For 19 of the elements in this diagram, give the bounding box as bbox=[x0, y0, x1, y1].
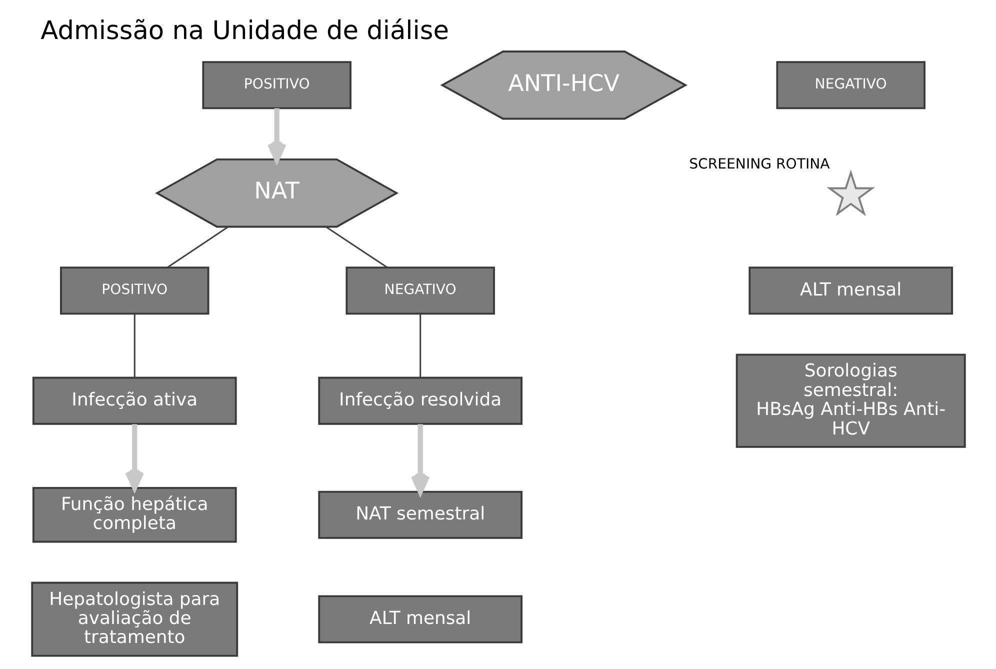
connector bbox=[419, 314, 421, 378]
node-box: ALT mensal bbox=[318, 595, 522, 644]
node-box: NAT semestral bbox=[318, 490, 522, 539]
node-star bbox=[826, 169, 875, 216]
node-box: Função hepática completa bbox=[32, 486, 236, 543]
node-box: Infecção ativa bbox=[32, 376, 236, 425]
node-box: Infecção resolvida bbox=[318, 376, 522, 425]
connector bbox=[133, 314, 135, 378]
diagram-title: Admissão na Unidade de diálise bbox=[40, 16, 448, 46]
node-box: NEGATIVO bbox=[345, 266, 494, 315]
connector bbox=[166, 226, 228, 268]
node-box: ALT mensal bbox=[748, 266, 953, 315]
node-box: Sorologias semestral: HBsAg Anti-HBs Anti-HCV bbox=[735, 354, 966, 448]
connector bbox=[324, 226, 388, 268]
node-box: POSITIVO bbox=[202, 61, 351, 110]
node-box: POSITIVO bbox=[60, 266, 209, 315]
node-label: SCREENING ROTINA bbox=[688, 156, 830, 172]
node-box: Hepatologista para avaliação de tratamento bbox=[30, 582, 238, 657]
node-box: NEGATIVO bbox=[776, 61, 925, 110]
